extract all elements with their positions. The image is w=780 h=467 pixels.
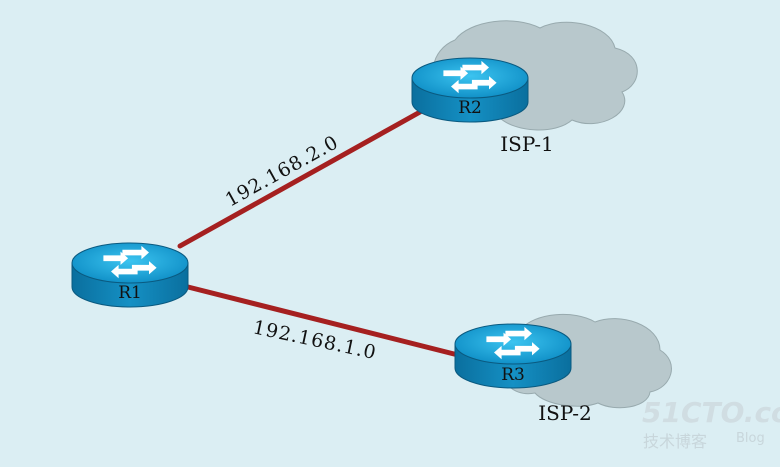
router-r1[interactable]: R1 (71, 242, 189, 308)
isp2-label: ISP-2 (538, 401, 591, 425)
watermark: 51CTO.com 技术博客 Blog (642, 396, 780, 451)
isp1-label: ISP-1 (500, 132, 553, 156)
watermark-sub: 技术博客 (643, 432, 707, 451)
watermark-blog: Blog (736, 431, 765, 446)
router-r1-label: R1 (118, 283, 142, 303)
router-r2-label: R2 (458, 98, 482, 118)
link-r1-r2-label: 192.168.2.0 (222, 131, 343, 211)
link-r1-r3 (185, 284, 461, 358)
router-r2[interactable]: R2 (411, 57, 529, 123)
watermark-main: 51CTO.com (642, 396, 780, 429)
router-r3[interactable]: R3 (454, 323, 572, 389)
link-r1-r3-label: 192.168.1.0 (251, 316, 379, 364)
router-r3-label: R3 (501, 365, 525, 385)
link-r1-r2 (177, 109, 423, 249)
